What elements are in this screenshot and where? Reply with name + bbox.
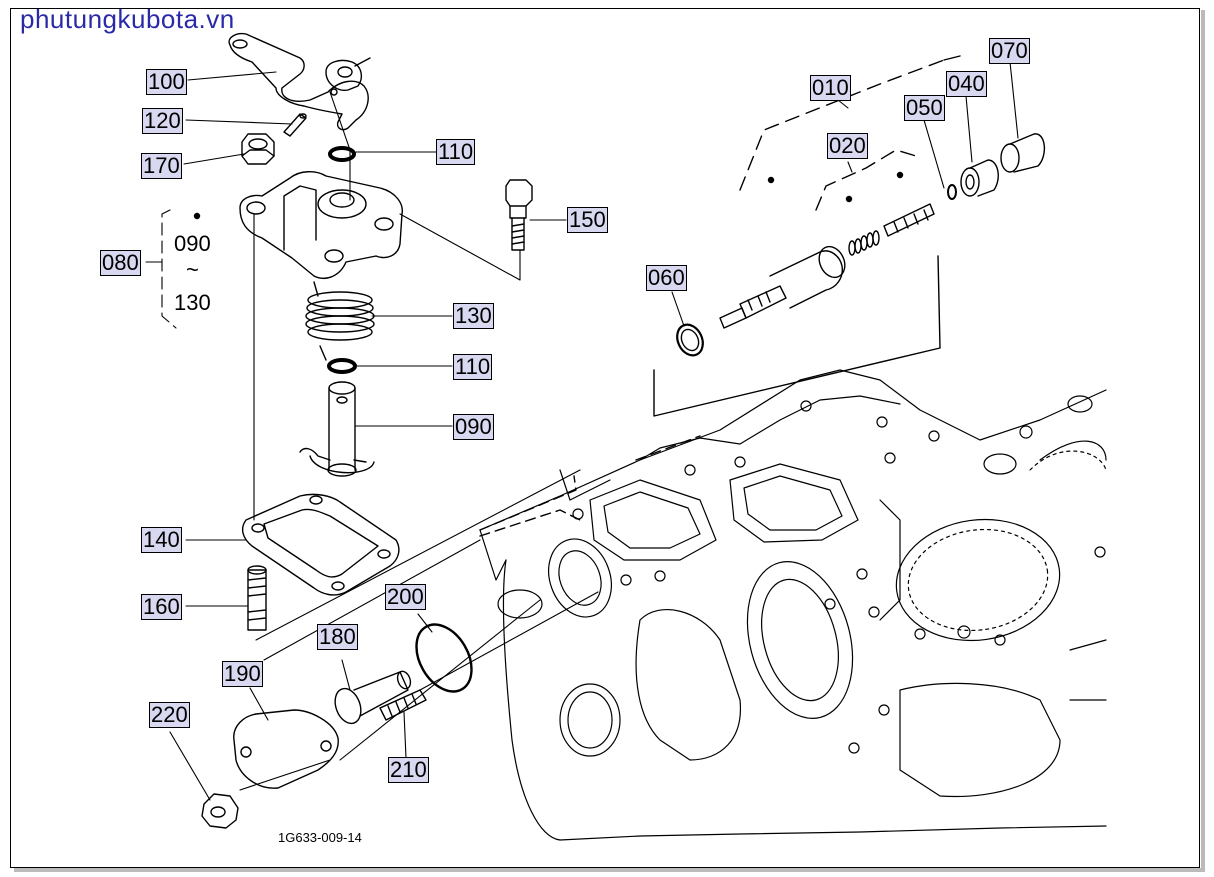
frame-shadow-bottom [14,868,1205,872]
governor-bracket [239,171,403,280]
o-ring-bottom [327,358,357,374]
callout-110-bottom[interactable]: 110 [453,354,493,380]
range-start-090: 090 [174,231,211,256]
watermark: phutungkubota.vn [20,4,235,34]
leader-lines [145,61,1019,801]
projection-line [635,435,701,461]
engine-block [479,369,1107,841]
o-ring-top [328,146,356,162]
callout-190[interactable]: 190 [222,661,263,687]
pin-part [283,113,307,137]
leader-dot [845,195,853,203]
lever-part [228,32,371,131]
callout-210[interactable]: 210 [388,757,429,783]
leader-dot [193,212,201,220]
callout-110-top[interactable]: 110 [436,139,476,165]
callout-010[interactable]: 010 [810,75,851,101]
callout-140[interactable]: 140 [141,527,182,553]
stud-210-part [379,689,427,721]
callout-200[interactable]: 200 [385,584,426,610]
nut-220-part [201,793,239,829]
callout-160[interactable]: 160 [141,594,182,620]
nut-170-part [241,133,275,165]
drawing-code: 1G633-009-14 [278,830,362,845]
nut-040 [960,159,999,197]
shaft-part [299,381,375,477]
range-separator: ~ [186,257,199,282]
stud-part [247,565,267,631]
frame-shadow-right [1201,10,1205,872]
callout-040[interactable]: 040 [946,71,987,97]
projection-line [479,509,581,537]
o-ring-200 [415,623,473,693]
bolt-part [505,179,533,251]
gasket-060-inner [680,328,700,352]
group-bracket-010-end [943,55,961,61]
callout-150[interactable]: 150 [567,207,608,233]
valve-part [334,670,412,725]
callout-220[interactable]: 220 [149,702,190,728]
cap-070 [1000,133,1045,173]
callout-080[interactable]: 080 [100,250,141,276]
callout-090[interactable]: 090 [453,414,494,440]
callout-180[interactable]: 180 [317,624,358,650]
cover-plate [233,709,339,789]
gasket-060 [676,323,704,357]
leader-dot [767,176,775,184]
callout-050[interactable]: 050 [904,95,945,121]
callout-170[interactable]: 170 [141,153,182,179]
projection-line [479,475,577,531]
group-bracket-020 [815,149,917,211]
gasket-part [241,493,400,596]
callout-020[interactable]: 020 [827,133,868,159]
callout-070[interactable]: 070 [989,38,1030,64]
drawing-frame [10,8,1200,868]
callout-100[interactable]: 100 [146,69,187,95]
washer-050 [947,184,957,200]
leader-dot [896,171,904,179]
push-rod [883,203,935,237]
callout-120[interactable]: 120 [142,108,183,134]
range-end-130: 130 [174,290,211,315]
group-bracket-010 [739,59,945,191]
callout-060[interactable]: 060 [646,265,687,291]
spring-part [305,281,375,361]
small-spring [848,230,880,256]
nozzle-holder [719,245,846,329]
callout-130[interactable]: 130 [453,303,494,329]
